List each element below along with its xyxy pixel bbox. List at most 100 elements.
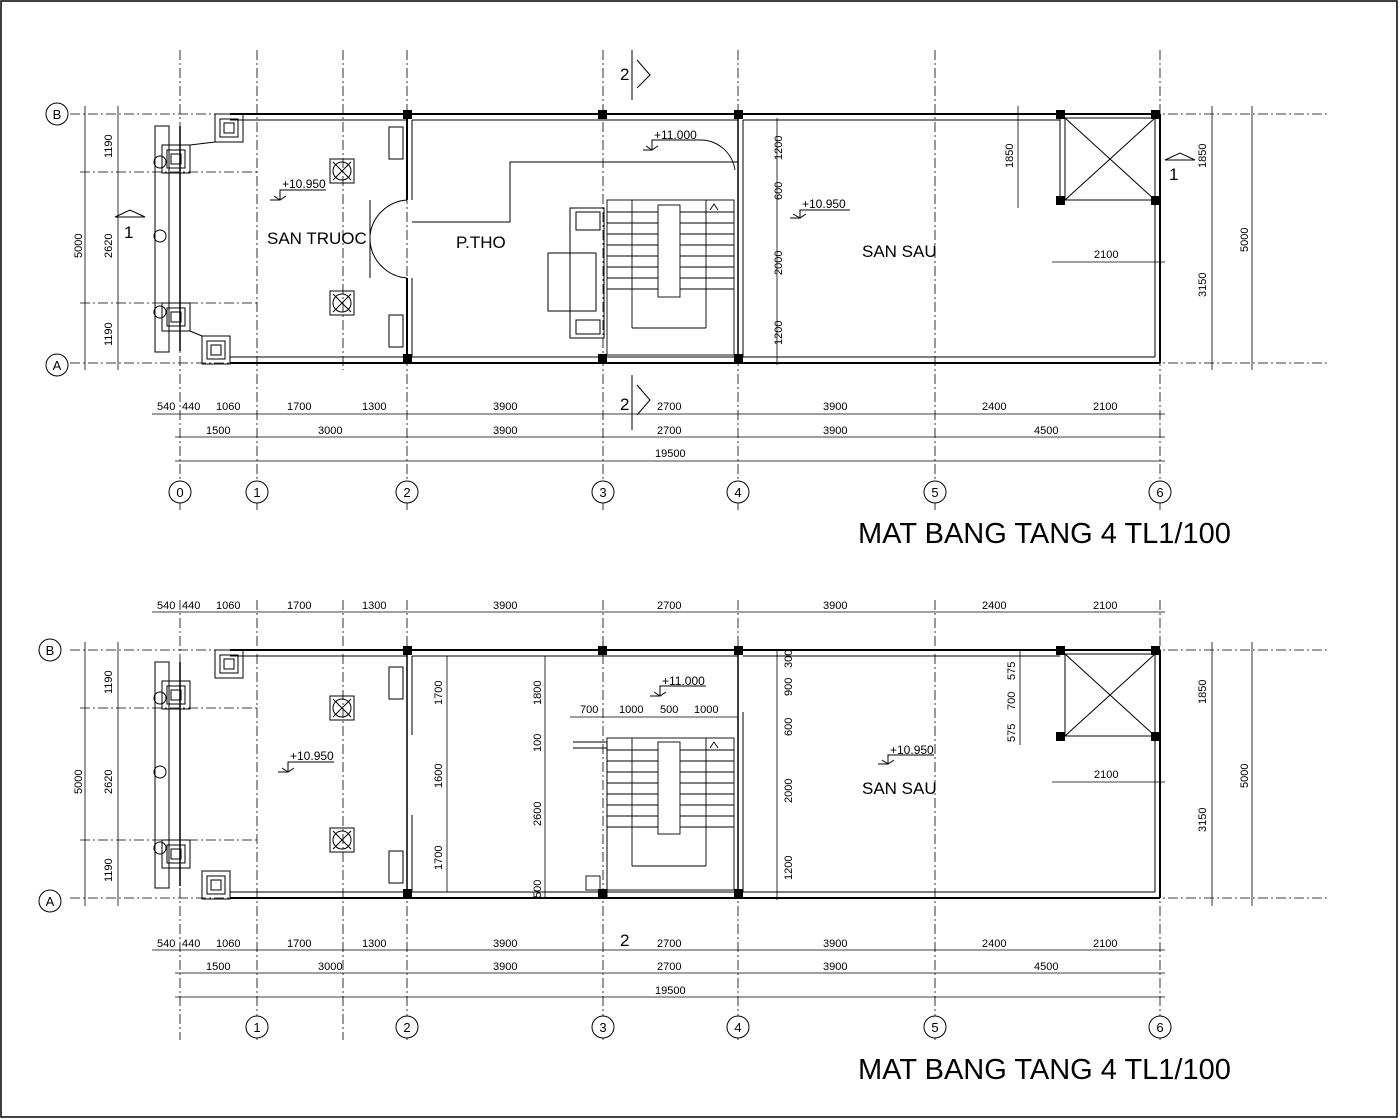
dim-label: 3900	[493, 938, 517, 950]
window-panels	[388, 666, 404, 884]
axis-label-4: 4	[734, 1020, 741, 1035]
stair-treads	[607, 211, 734, 290]
dim-label: 2600	[532, 802, 544, 826]
window-panels	[369, 126, 408, 348]
dim-total: 5000	[73, 770, 85, 794]
dim-label: 900	[783, 678, 795, 696]
dim-label: 300	[783, 650, 795, 668]
dim-label: 1060	[216, 600, 240, 612]
dims-right: 1850 3150 5000 1850 2100 1200 600 2000 1…	[773, 136, 1251, 345]
dim-label: 700	[1006, 692, 1018, 710]
walls	[179, 113, 1161, 364]
axis-label-a: A	[46, 894, 55, 909]
dim-label: 500	[532, 880, 544, 898]
axis-labels: B A 0 1 2 3 4 5 6	[53, 107, 1164, 500]
dim-label: 2700	[657, 938, 681, 950]
dim-label: 1200	[773, 321, 785, 345]
dim-label: 1200	[783, 856, 795, 880]
axis-label-5: 5	[931, 1020, 938, 1035]
dim-label: 440	[182, 401, 200, 413]
level-front: +10.950	[290, 749, 334, 763]
void-opening	[1064, 653, 1156, 737]
dim-label: 3150	[1197, 273, 1209, 297]
level-marks	[270, 139, 850, 219]
dim-label: 3900	[493, 401, 517, 413]
dim-label: 3900	[493, 600, 517, 612]
plan-title: MAT BANG TANG 4 TL1/100	[858, 1054, 1231, 1086]
level-rear: +10.950	[802, 197, 846, 211]
dim-label: 1700	[287, 600, 311, 612]
dim-total: 19500	[655, 448, 686, 460]
dim-label: 540	[157, 401, 175, 413]
dim-label: 2100	[1093, 401, 1117, 413]
dim-label: 2100	[1093, 938, 1117, 950]
dim-label: 2000	[783, 779, 795, 803]
dim-label: 2100	[1094, 249, 1118, 261]
dim-label: 1700	[433, 846, 445, 870]
axis-label-6: 6	[1156, 485, 1163, 500]
axis-label-1: 1	[253, 485, 260, 500]
staircase	[606, 139, 736, 356]
axis-label-6: 6	[1156, 1020, 1163, 1035]
axis-label-2: 2	[403, 485, 410, 500]
dim-label: 3900	[823, 401, 847, 413]
dim-label: 1060	[216, 401, 240, 413]
dim-label: 4500	[1034, 425, 1058, 437]
dim-label: 700	[580, 704, 598, 716]
level-marks	[278, 685, 934, 773]
level-front: +10.950	[282, 177, 326, 191]
dim-label: 2400	[982, 938, 1006, 950]
dim-total: 19500	[655, 985, 686, 997]
dim-label: 2700	[657, 401, 681, 413]
dim-label: 2100	[1094, 769, 1118, 781]
dim-label: 1000	[619, 704, 643, 716]
dim-label: 2100	[1093, 600, 1117, 612]
dim-label: 3000	[318, 425, 342, 437]
section-markers	[114, 50, 1196, 430]
dim-label: 1300	[362, 401, 386, 413]
dimension-lines	[84, 611, 1253, 998]
dim-label: 1700	[287, 401, 311, 413]
section-mark-1-left: 1	[124, 223, 133, 242]
ceiling-lights	[329, 695, 355, 853]
dim-label: 2400	[982, 600, 1006, 612]
dim-label: 3150	[1197, 808, 1209, 832]
axis-label-0: 0	[176, 485, 183, 500]
dimension-lines-left	[84, 106, 119, 370]
dim-label: 1190	[103, 858, 115, 882]
dim-label: 2700	[657, 961, 681, 973]
axis-labels: B A 1 2 3 4 5 6	[46, 643, 1164, 1035]
dim-label: 1700	[287, 938, 311, 950]
dim-total: 5000	[73, 234, 85, 258]
section-mark-2-top: 2	[620, 65, 629, 84]
dim-label: 3000	[318, 961, 342, 973]
dim-label: 2400	[982, 401, 1006, 413]
section-mark-2: 2	[620, 931, 629, 950]
room-label-front-yard: SAN TRUOC	[267, 229, 367, 248]
dims-side: 1190 2620 1190 5000 1850 3150 5000 575 7…	[73, 650, 1251, 898]
dim-label: 2700	[657, 600, 681, 612]
dim-total: 5000	[1239, 228, 1251, 252]
dim-label: 1190	[103, 322, 115, 346]
plan-1: 2 2 1 1 SAN TRUOC P.THO SAN SAU +10.950 …	[45, 50, 1330, 550]
ceiling-lights	[329, 158, 355, 316]
level-stair: +11.000	[654, 128, 697, 142]
axis-label-b: B	[46, 643, 55, 658]
dim-label: 1190	[103, 134, 115, 158]
dims-left: 1190 2620 1190 5000	[73, 134, 115, 346]
dim-label: 1700	[433, 681, 445, 705]
dim-label: 100	[532, 734, 544, 752]
front-pilasters	[153, 649, 244, 900]
dim-label: 575	[1006, 724, 1018, 742]
level-rear: +10.950	[890, 743, 934, 757]
plan-title: MAT BANG TANG 4 TL1/100	[858, 518, 1231, 550]
axis-label-3: 3	[599, 485, 606, 500]
dim-label: 1850	[1004, 144, 1016, 168]
dim-label: 3900	[823, 600, 847, 612]
room-label-worship: P.THO	[456, 233, 506, 252]
section-mark-1-right: 1	[1169, 165, 1178, 184]
dim-label: 575	[1006, 662, 1018, 680]
axis-label-3: 3	[599, 1020, 606, 1035]
